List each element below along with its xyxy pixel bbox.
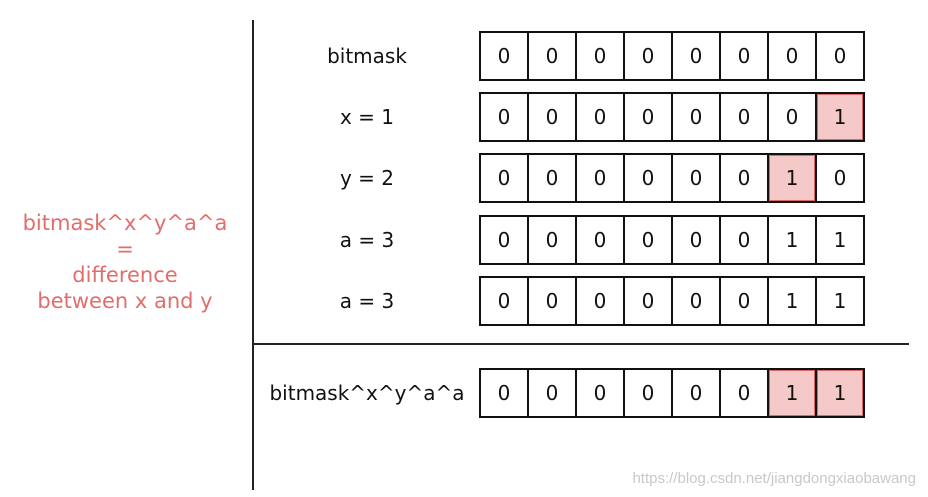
bit-cell: 0 — [481, 370, 529, 416]
bit-cell: 0 — [625, 94, 673, 140]
bit-cell: 0 — [625, 370, 673, 416]
bit-cell: 0 — [577, 94, 625, 140]
bit-cell: 0 — [625, 33, 673, 79]
bit-cell: 0 — [673, 94, 721, 140]
bit-cell: 0 — [721, 370, 769, 416]
bit-cell: 0 — [673, 217, 721, 263]
bit-cell: 1 — [817, 370, 863, 416]
bit-cell: 0 — [721, 94, 769, 140]
bit-cell: 0 — [673, 155, 721, 201]
bit-cell: 0 — [769, 33, 817, 79]
side-note-line-4: between x and y — [37, 289, 213, 313]
row-label: bitmask^x^y^a^a — [269, 381, 465, 405]
side-note-line-2: = — [116, 237, 134, 261]
row-label: a = 3 — [339, 228, 395, 252]
horizontal-divider — [254, 343, 909, 345]
bit-cell: 0 — [577, 370, 625, 416]
bit-cell: 0 — [721, 33, 769, 79]
bit-cell: 1 — [769, 370, 817, 416]
bit-cell: 0 — [481, 94, 529, 140]
bit-cell: 0 — [529, 155, 577, 201]
bit-cell: 0 — [673, 278, 721, 324]
row-label: x = 1 — [339, 105, 395, 129]
bit-cell: 1 — [769, 278, 817, 324]
bit-cell: 1 — [817, 94, 863, 140]
bit-cell: 0 — [481, 155, 529, 201]
bit-cell: 0 — [769, 94, 817, 140]
bit-cell: 0 — [529, 278, 577, 324]
bit-cell: 0 — [833, 166, 847, 190]
bit-cell: 1 — [769, 155, 817, 201]
bit-cell: 0 — [625, 217, 673, 263]
bit-cell: 0 — [721, 278, 769, 324]
vertical-divider — [252, 20, 254, 490]
side-note-line-3: difference — [72, 263, 178, 287]
bit-cell: 0 — [529, 217, 577, 263]
bit-cell: 0 — [529, 370, 577, 416]
side-note-line-1: bitmask^x^y^a^a — [22, 211, 228, 235]
row-label: y = 2 — [339, 166, 395, 190]
bit-cell: 0 — [673, 370, 721, 416]
bit-cell: 0 — [481, 33, 529, 79]
bit-cell: 1 — [833, 289, 847, 313]
bit-cell: 0 — [625, 278, 673, 324]
row-label: bitmask — [327, 44, 407, 68]
bit-cell: 0 — [673, 33, 721, 79]
bit-cell: 0 — [833, 44, 847, 68]
bit-cell: 0 — [721, 217, 769, 263]
bit-cell: 0 — [577, 217, 625, 263]
watermark: https://blog.csdn.net/jiangdongxiaobawan… — [632, 470, 916, 487]
bit-cell: 0 — [481, 217, 529, 263]
bit-cell: 0 — [577, 33, 625, 79]
side-note: bitmask^x^y^a^a = difference between x a… — [0, 210, 250, 314]
bit-cell: 0 — [577, 278, 625, 324]
bit-cell: 0 — [529, 94, 577, 140]
bit-cell: 0 — [481, 278, 529, 324]
bit-cell: 0 — [577, 155, 625, 201]
bit-cell: 1 — [769, 217, 817, 263]
bit-cell: 1 — [833, 228, 847, 252]
bit-cell: 0 — [625, 155, 673, 201]
row-label: a = 3 — [339, 289, 395, 313]
bit-cell: 0 — [529, 33, 577, 79]
bit-cell: 0 — [721, 155, 769, 201]
